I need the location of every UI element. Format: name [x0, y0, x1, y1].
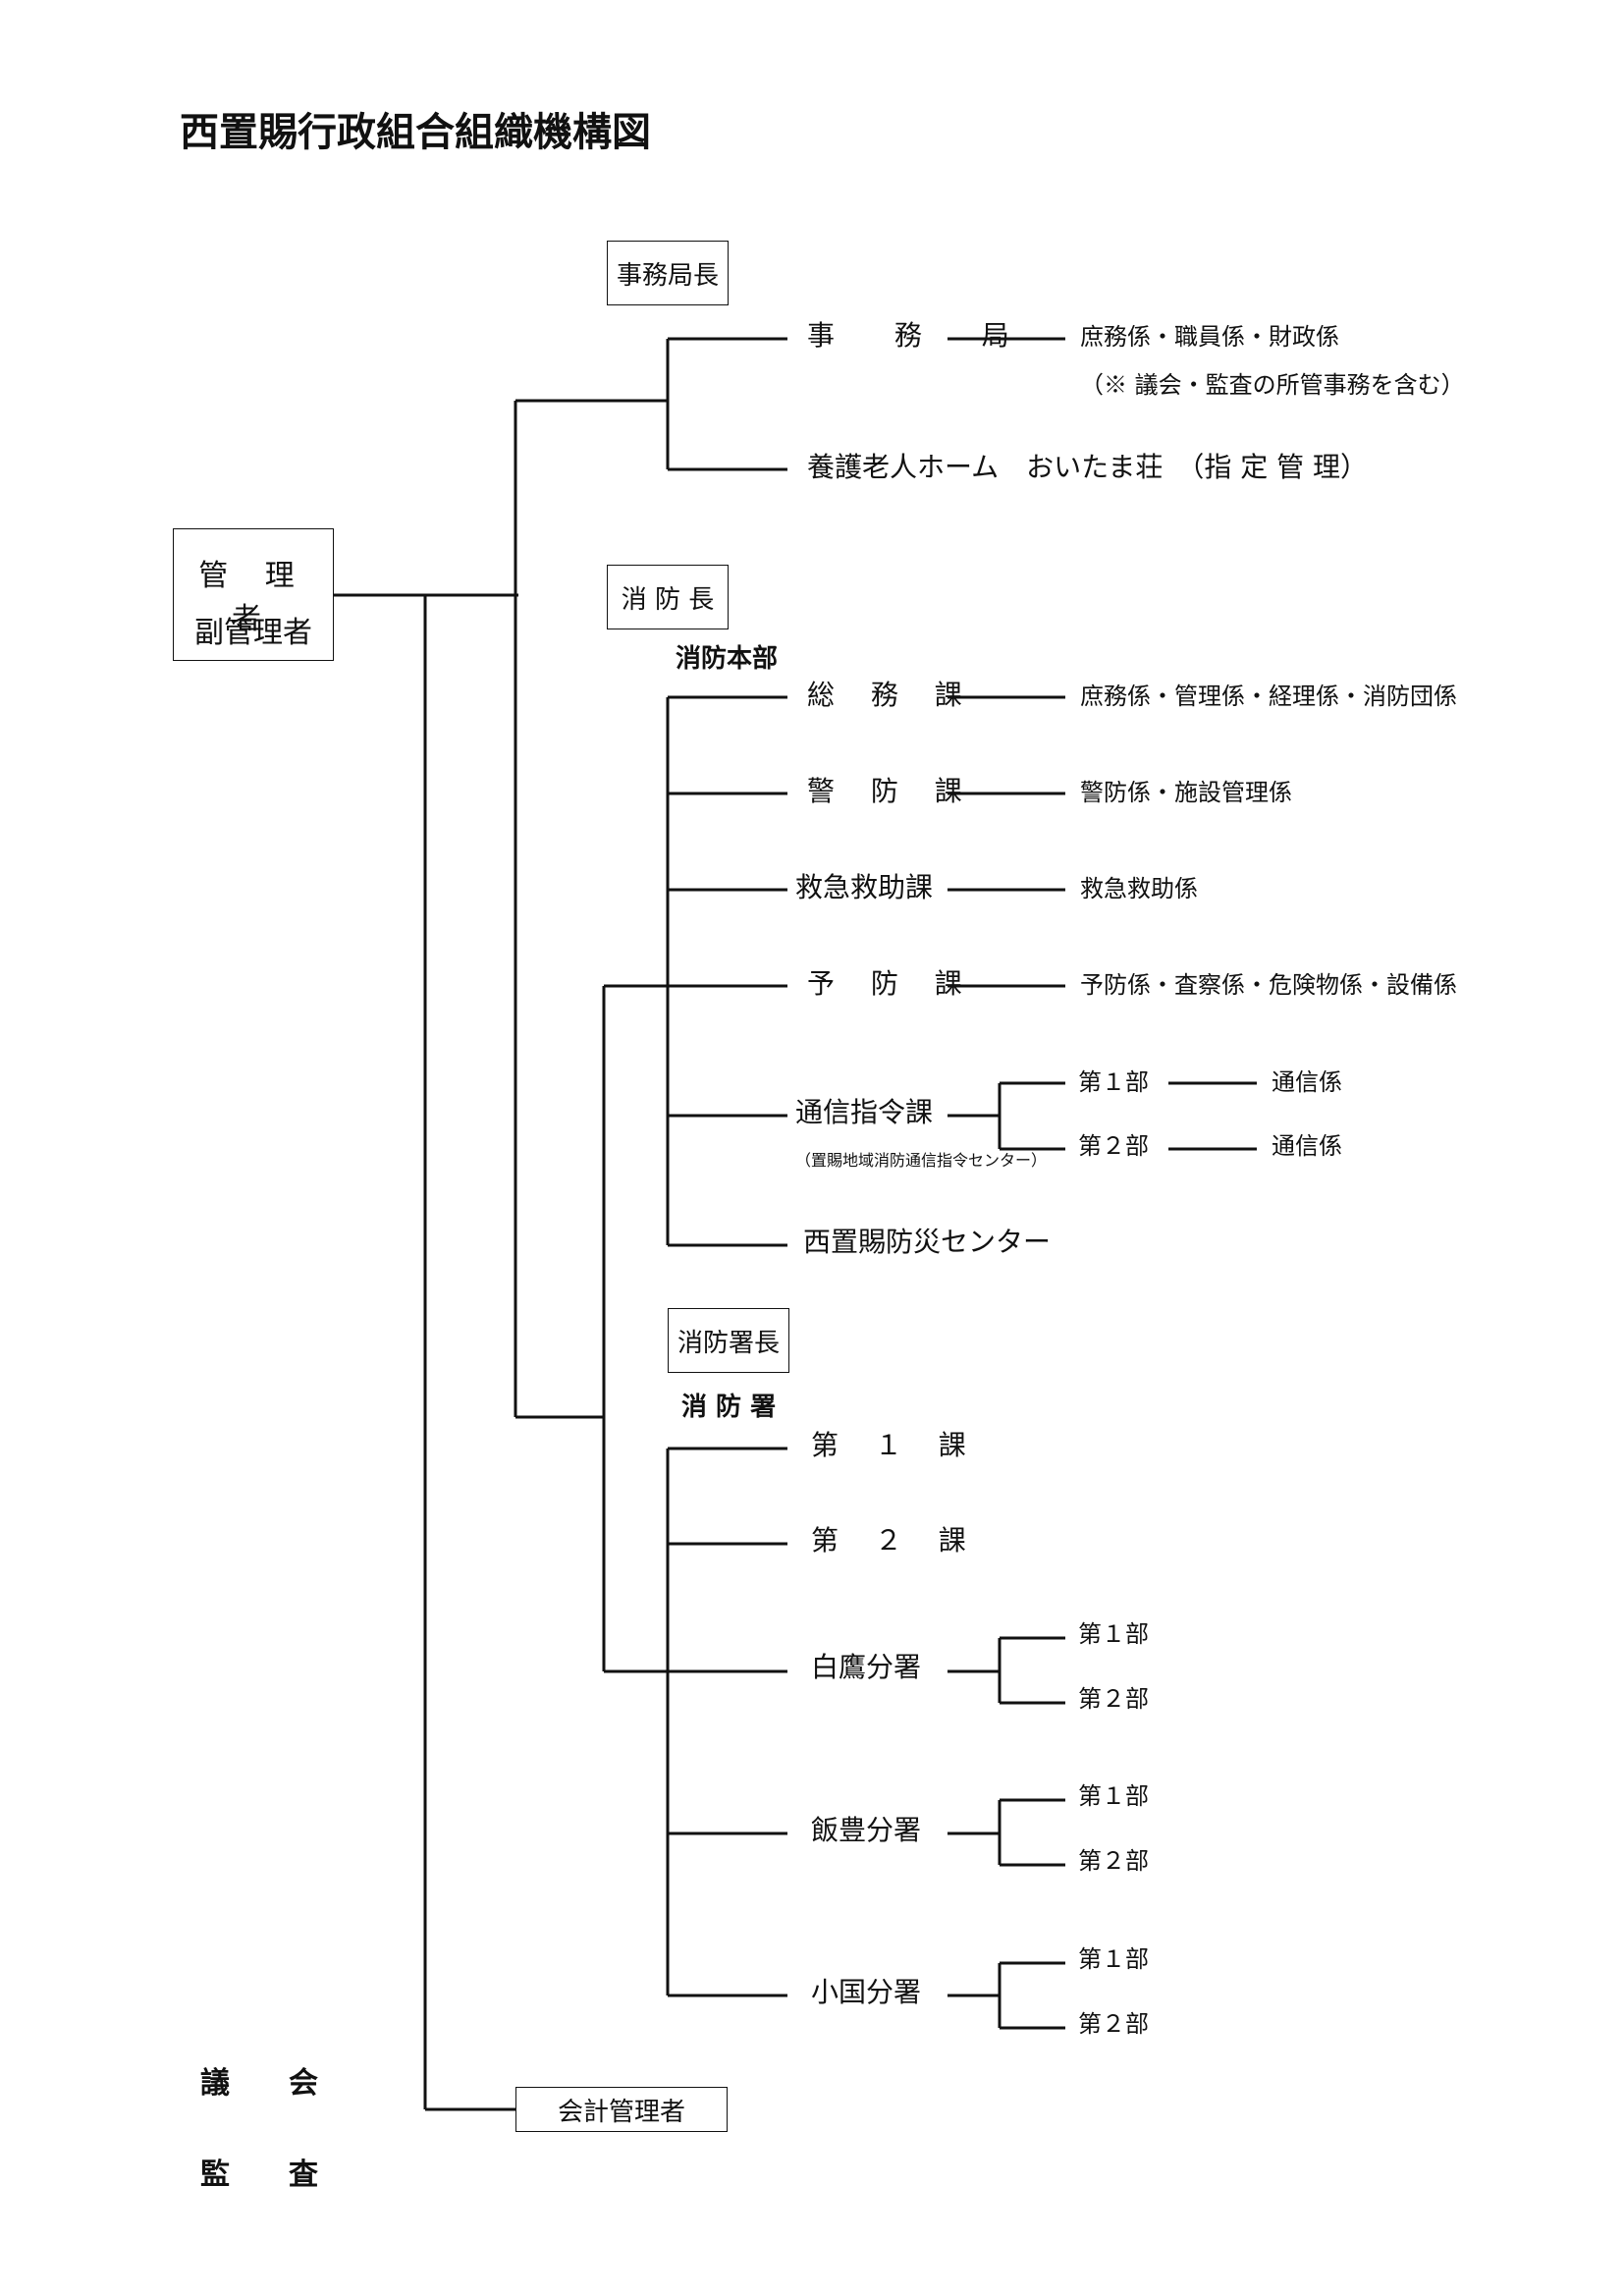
- station-chief-box: 消防署長: [668, 1308, 789, 1373]
- fire-hq-label: 消防本部: [676, 644, 779, 674]
- tsushin-part-2-detail: 通信係: [1272, 1132, 1342, 1160]
- hq-unit-tsushin: 通信指令課: [795, 1096, 934, 1128]
- office-unit-jimukyoku: 事 務 局: [807, 319, 1035, 352]
- vice-manager-label: 副管理者: [194, 616, 312, 650]
- manager-label: 管 理 者: [198, 559, 308, 636]
- shirataka-part-2: 第２部: [1078, 1685, 1149, 1713]
- office-head-box: 事務局長: [607, 241, 729, 305]
- station-iide: 飯豊分署: [811, 1814, 922, 1846]
- hq-unit-somu: 総 務 課: [807, 679, 976, 711]
- office-unit-nursing-home: 養護老人ホーム おいたま荘 （指 定 管 理）: [807, 451, 1369, 483]
- office-unit-jimukyoku-note: （※ 議会・監査の所管事務を含む）: [1080, 371, 1465, 399]
- station-unit-2: 第 ２ 課: [811, 1524, 980, 1557]
- hq-unit-kyukyu: 救急救助課: [795, 871, 934, 903]
- fire-chief-box: 消 防 長: [607, 565, 729, 629]
- hq-unit-bosai-center: 西置賜防災センター: [803, 1226, 1052, 1258]
- hq-unit-kyukyu-detail: 救急救助係: [1080, 875, 1198, 902]
- hq-unit-somu-detail: 庶務係・管理係・経理係・消防団係: [1080, 683, 1457, 710]
- office-unit-jimukyoku-detail: 庶務係・職員係・財政係: [1080, 323, 1339, 351]
- page-title: 西置賜行政組合組織機構図: [180, 110, 651, 155]
- station-unit-1: 第 １ 課: [811, 1429, 980, 1461]
- tsushin-part-1-detail: 通信係: [1272, 1068, 1342, 1096]
- hq-unit-keibo-detail: 警防係・施設管理係: [1080, 779, 1292, 806]
- tsushin-part-1: 第１部: [1078, 1068, 1149, 1096]
- fire-station-label: 消 防 署: [681, 1393, 777, 1422]
- shirataka-part-1: 第１部: [1078, 1620, 1149, 1648]
- station-shirataka: 白鷹分署: [811, 1651, 922, 1683]
- manager-box: 管 理 者 副管理者: [173, 528, 334, 661]
- oguni-part-2: 第２部: [1078, 2010, 1149, 2038]
- hq-unit-tsushin-note: （置賜地域消防通信指令センター）: [795, 1151, 1048, 1170]
- accounting-manager-box: 会計管理者: [515, 2087, 728, 2132]
- station-oguni: 小国分署: [811, 1976, 922, 2008]
- assembly-label: 議 会: [200, 2066, 318, 2101]
- hq-unit-keibo: 警 防 課: [807, 775, 976, 807]
- tsushin-part-2: 第２部: [1078, 1132, 1149, 1160]
- iide-part-2: 第２部: [1078, 1847, 1149, 1875]
- oguni-part-1: 第１部: [1078, 1945, 1149, 1973]
- hq-unit-yobo-detail: 予防係・査察係・危険物係・設備係: [1080, 971, 1457, 999]
- iide-part-1: 第１部: [1078, 1782, 1149, 1810]
- hq-unit-yobo: 予 防 課: [807, 967, 976, 1000]
- audit-label: 監 査: [200, 2158, 318, 2192]
